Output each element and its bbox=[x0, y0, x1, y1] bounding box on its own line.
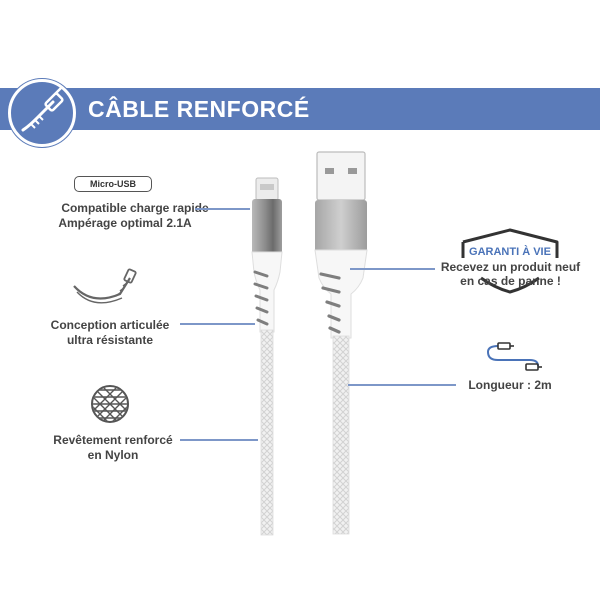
charge-text-line2: Ampérage optimal 2.1A bbox=[58, 216, 192, 230]
warranty-title: GARANTI À VIE bbox=[469, 246, 551, 258]
nylon-text-line1: Revêtement renforcé bbox=[53, 433, 173, 447]
nylon-mesh-icon bbox=[91, 385, 129, 423]
bend-cable-icon bbox=[73, 268, 137, 304]
page-title: CÂBLE RENFORCÉ bbox=[88, 96, 310, 122]
micro-usb-badge: Micro-USB bbox=[74, 176, 152, 192]
charge-connector-line bbox=[195, 208, 250, 210]
title-banner bbox=[0, 88, 600, 130]
cable-logo-circle bbox=[8, 79, 76, 147]
charge-text-line1: Compatible charge rapide bbox=[61, 201, 209, 215]
length-connector-line bbox=[348, 384, 456, 386]
nylon-connector-line bbox=[180, 439, 258, 441]
usb-a-connector bbox=[314, 151, 368, 535]
length-text: Longueur : 2m bbox=[468, 378, 552, 392]
warranty-text-line2: en cas de panne ! bbox=[460, 274, 561, 288]
cable-length-icon bbox=[486, 342, 542, 371]
warranty-text-line1: Recevez un produit neuf bbox=[440, 260, 581, 274]
cable-icon bbox=[21, 87, 64, 132]
articulated-text-line1: Conception articulée bbox=[50, 318, 170, 332]
articulated-text-line2: ultra résistante bbox=[66, 333, 154, 347]
warranty-connector-line bbox=[350, 268, 435, 270]
articulated-connector-line bbox=[180, 323, 255, 325]
nylon-text-line2: en Nylon bbox=[87, 448, 139, 462]
shield-icon bbox=[461, 228, 559, 294]
micro-usb-icon bbox=[251, 177, 283, 536]
